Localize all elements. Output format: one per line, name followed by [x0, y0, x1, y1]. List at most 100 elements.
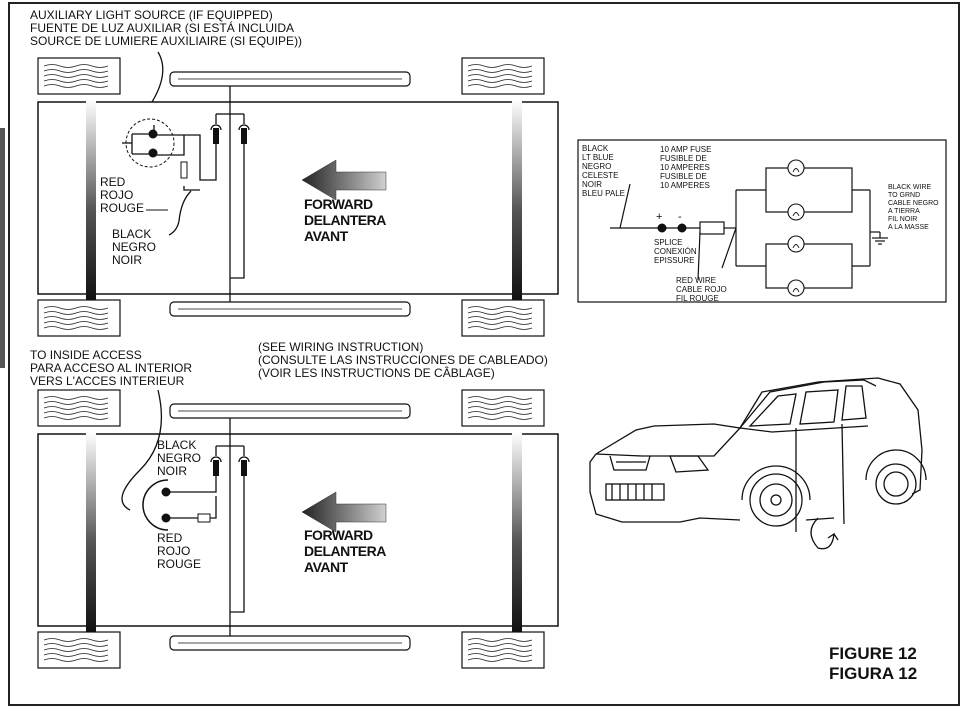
edge-strip: [0, 128, 5, 368]
vehicle-illustration: [589, 377, 927, 550]
rail: [169, 403, 411, 419]
connector-pin: [148, 148, 158, 158]
label-line: BLACK: [582, 144, 609, 153]
label-line: FUSIBLE DE: [660, 172, 707, 181]
label-line: ROJO: [100, 188, 134, 202]
label-line: BLACK: [157, 438, 197, 452]
label-line: SPLICE: [654, 238, 683, 247]
pad: [37, 57, 121, 95]
label-line: CONEXIÓN: [654, 247, 697, 256]
top-red-wire-label: RED ROJO ROUGE: [100, 176, 144, 215]
label-line: A TIERRA: [888, 208, 920, 215]
label-line: NEGRO: [157, 451, 202, 465]
bottom-black-wire-label: BLACK NEGRO NOIR: [157, 439, 201, 478]
figure-label: FIGURE 12 FIGURA 12: [829, 644, 917, 684]
label-line: AVANT: [304, 228, 348, 244]
label-line: NEGRO: [582, 162, 612, 171]
label-line: BLACK WIRE: [888, 184, 932, 191]
label-line: NOIR: [582, 180, 602, 189]
splice-dot: [657, 223, 667, 233]
ground-wire-label: BLACK WIRE TO GRND CABLE NEGRO A TIERRA …: [888, 184, 939, 232]
bottom-forward-label: FORWARD DELANTERA AVANT: [304, 527, 386, 575]
plus-sign: +: [656, 211, 663, 223]
label-line: FUSIBLE DE: [660, 154, 707, 163]
wiring-schematic: [577, 139, 947, 303]
minus-sign: -: [678, 211, 682, 223]
label-line: CABLE ROJO: [676, 285, 727, 294]
label-line: TO INSIDE ACCESS: [30, 348, 142, 362]
top-black-wire-label: BLACK NEGRO NOIR: [112, 228, 156, 267]
label-line: CABLE NEGRO: [888, 200, 939, 207]
label-line: TO GRND: [888, 192, 921, 199]
label-line: AVANT: [304, 559, 348, 575]
label-line: ROUGE: [157, 557, 202, 571]
label-line: FIL ROUGE: [676, 294, 719, 303]
pad: [461, 389, 545, 427]
figure-label-es: FIGURA 12: [829, 664, 918, 683]
red-wire-label: RED WIRE CABLE ROJO FIL ROUGE: [676, 276, 727, 303]
pad: [461, 631, 545, 669]
connector-housing: [142, 479, 169, 531]
label-line: FORWARD: [304, 196, 373, 212]
label-line: DELANTERA: [304, 212, 386, 228]
rail: [169, 71, 411, 87]
forward-arrow: [301, 491, 387, 533]
schematic-fuse: [699, 221, 725, 235]
fuse-rating-label: 10 AMP FUSE FUSIBLE DE 10 AMPERES FUSIBL…: [660, 145, 711, 190]
label-line: PARA ACCESO AL INTERIOR: [30, 361, 193, 375]
label-line: FIL NOIR: [888, 216, 918, 223]
aux-source-label-en: AUXILIARY LIGHT SOURCE (IF EQUIPPED): [30, 8, 273, 22]
label-line: RED WIRE: [676, 276, 716, 285]
splice-dot: [677, 223, 687, 233]
aux-source-circle: [125, 118, 175, 168]
top-forward-label: FORWARD DELANTERA AVANT: [304, 196, 386, 244]
post: [86, 100, 96, 300]
label-line: CELESTE: [582, 171, 619, 180]
label-line: DELANTERA: [304, 543, 386, 559]
label-line: LT BLUE: [582, 153, 614, 162]
light-socket: [238, 456, 250, 476]
connector-pin: [148, 129, 158, 139]
connector-pin: [161, 487, 171, 497]
fuse: [180, 161, 188, 179]
fuse: [197, 513, 211, 523]
label-line: (SEE WIRING INSTRUCTION): [258, 340, 424, 354]
post: [86, 432, 96, 632]
top-floor-diagram: [37, 51, 559, 337]
see-wiring-label: (SEE WIRING INSTRUCTION) (CONSULTE LAS I…: [258, 341, 548, 380]
figure-label-en: FIGURE 12: [829, 644, 917, 663]
label-line: (VOIR LES INSTRUCTIONS DE CÂBLAGE): [258, 366, 495, 380]
label-line: FORWARD: [304, 527, 373, 543]
splice-label: SPLICE CONEXIÓN EPISSURE: [654, 238, 697, 265]
light-socket: [210, 124, 222, 144]
schematic-box: [577, 139, 947, 303]
forward-arrow: [301, 159, 387, 201]
light-socket: [238, 124, 250, 144]
bottom-floor-diagram: [37, 389, 559, 669]
aux-source-label-fr: SOURCE DE LUMIERE AUXILIAIRE (SI EQUIPE)…: [30, 34, 303, 48]
label-line: NOIR: [112, 253, 142, 267]
post: [512, 100, 522, 300]
aux-source-label: AUXILIARY LIGHT SOURCE (IF EQUIPPED) FUE…: [30, 9, 302, 48]
schematic-lamps: [787, 159, 805, 297]
figure-border: [8, 2, 960, 706]
label-line: VERS L'ACCES INTERIEUR: [30, 374, 185, 388]
label-line: BLEU PALE: [582, 189, 625, 198]
bottom-wiring: [121, 389, 245, 636]
rail: [169, 635, 411, 651]
rail: [169, 301, 411, 317]
label-line: NOIR: [157, 464, 187, 478]
pad: [461, 57, 545, 95]
light-socket: [210, 456, 222, 476]
label-line: NEGRO: [112, 240, 157, 254]
pad: [37, 299, 121, 337]
post: [512, 432, 522, 632]
bottom-red-wire-label: RED ROJO ROUGE: [157, 532, 201, 571]
label-line: 10 AMPERES: [660, 163, 710, 172]
label-line: RED: [157, 531, 183, 545]
aux-source-label-es: FUENTE DE LUZ AUXILIAR (SI ESTÁ INCLUIDA: [30, 21, 295, 35]
label-line: BLACK: [112, 227, 152, 241]
label-line: A LA MASSE: [888, 224, 929, 231]
bottom-floor-outline: [37, 433, 559, 627]
